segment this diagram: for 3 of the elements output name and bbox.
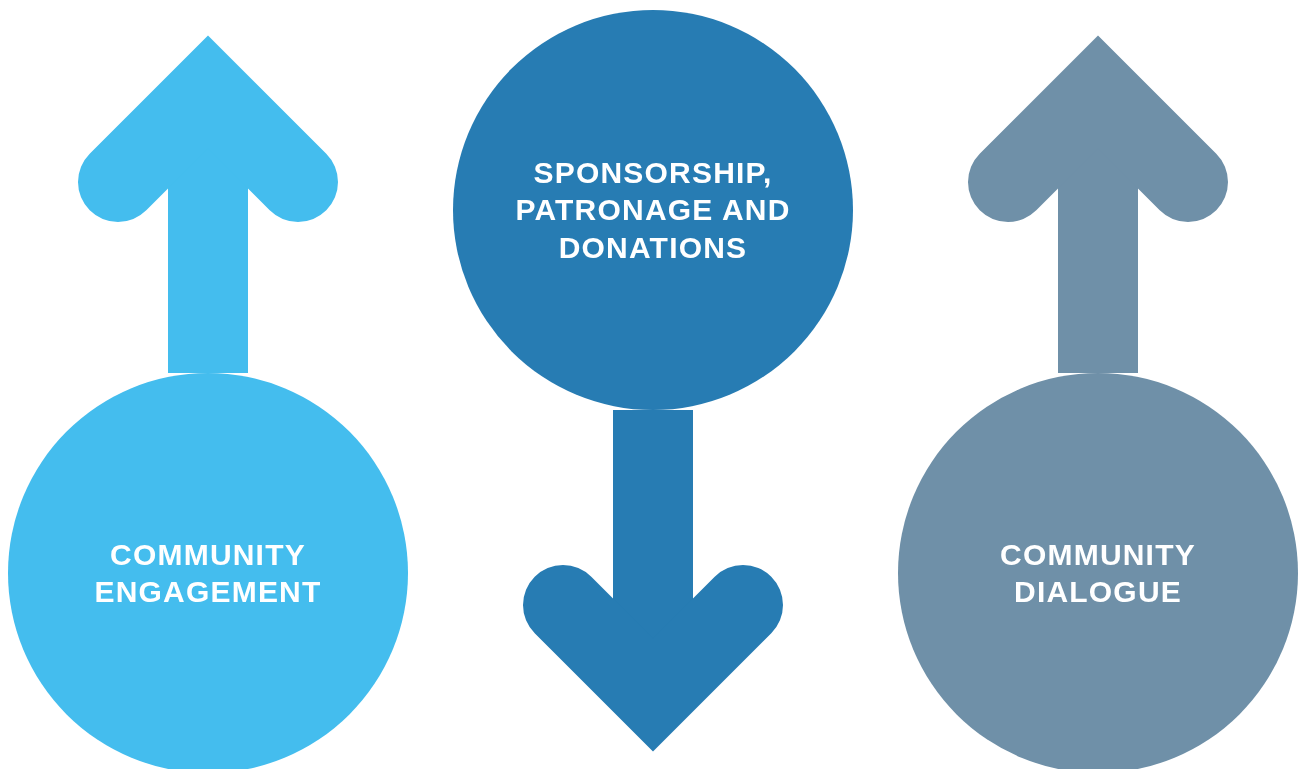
node-label: SPONSORSHIP, PATRONAGE AND DONATIONS [514, 154, 792, 266]
node-label: COMMUNITY DIALOGUE [999, 536, 1197, 610]
node-label: COMMUNITY ENGAGEMENT [93, 536, 323, 610]
